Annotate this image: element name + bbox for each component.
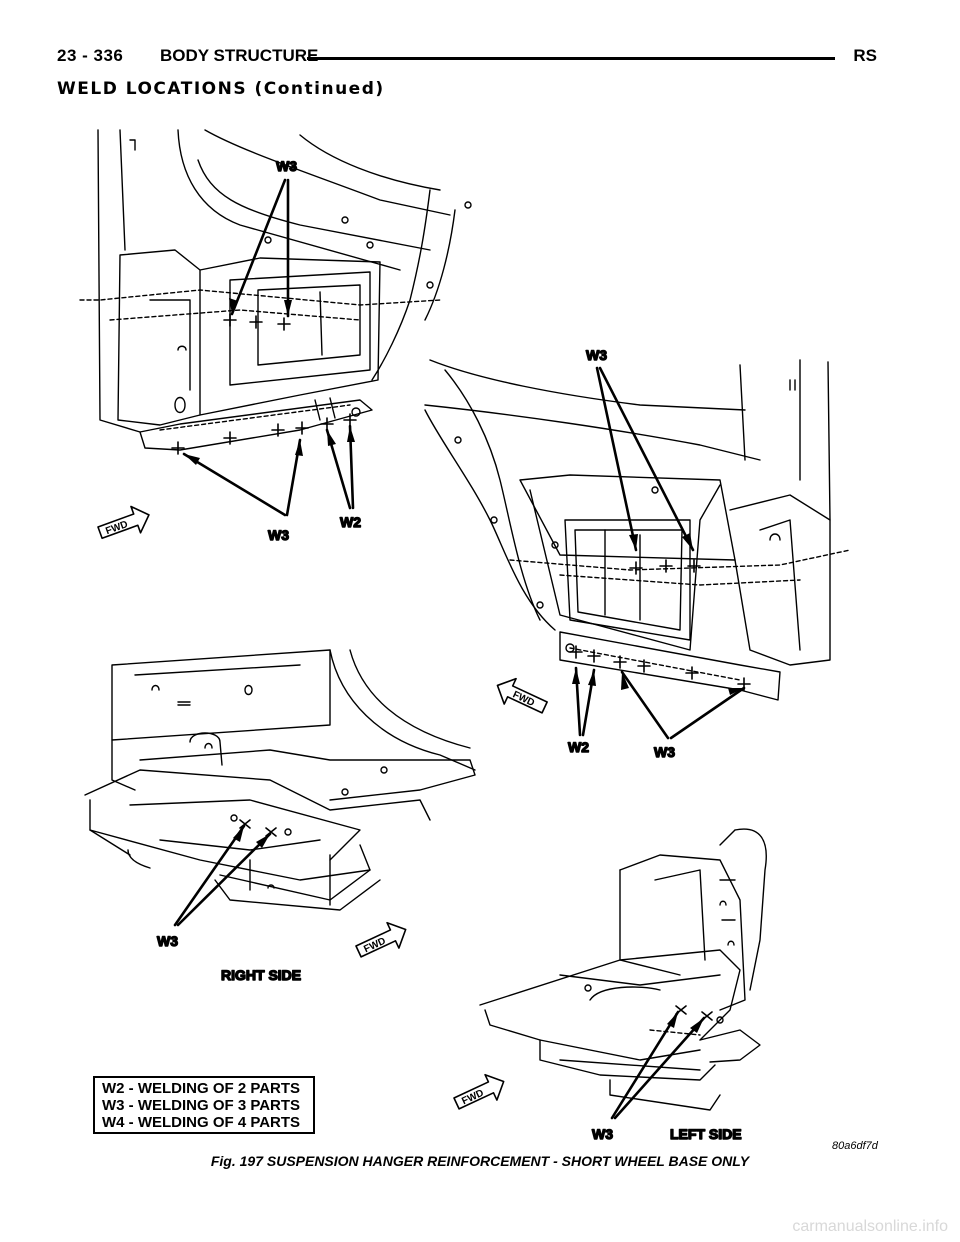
watermark: carmanualsonline.info <box>792 1218 948 1235</box>
bottom-left-view: W3 RIGHT SIDE FWD <box>84 649 476 984</box>
callout-w3: W3 <box>654 744 675 760</box>
legend-item: W4 - WELDING OF 4 PARTS <box>102 1114 301 1131</box>
callout-w2: W2 <box>568 739 589 755</box>
left-side-label: LEFT SIDE <box>670 1126 742 1142</box>
legend-item: W2 - WELDING OF 2 PARTS <box>102 1080 301 1097</box>
weld-legend: W2 - WELDING OF 2 PARTS W3 - WELDING OF … <box>93 1076 315 1134</box>
fwd-label: FWD <box>511 689 536 709</box>
figure-code: 80a6df7d <box>832 1140 878 1152</box>
callout-w3: W3 <box>586 347 607 363</box>
fwd-arrow-icon: FWD <box>97 505 150 540</box>
section-code: RS <box>853 46 877 65</box>
callout-w3: W3 <box>592 1126 613 1142</box>
fwd-arrow-icon: FWD <box>453 1073 505 1110</box>
section-title: WELD LOCATIONS (Continued) <box>57 79 385 99</box>
callout-w3: W3 <box>157 933 178 949</box>
fwd-label: FWD <box>362 936 387 956</box>
page-number: 23 - 336 <box>57 46 124 65</box>
page-header: 23 - 336 BODY STRUCTURE RS <box>57 46 877 70</box>
figure-caption: Fig. 197 SUSPENSION HANGER REINFORCEMENT… <box>210 1153 750 1169</box>
top-right-view: W3 W2 W3 FWD <box>424 346 851 761</box>
fwd-arrow-icon: FWD <box>496 677 548 714</box>
top-left-view: W3 W3 W2 FWD <box>79 129 472 544</box>
right-side-label: RIGHT SIDE <box>221 967 301 983</box>
callout-w3: W3 <box>276 158 297 174</box>
legend-item: W3 - WELDING OF 3 PARTS <box>102 1097 301 1114</box>
header-rule <box>307 57 835 60</box>
callout-w2: W2 <box>340 514 361 530</box>
fwd-label: FWD <box>104 519 129 537</box>
bottom-right-view: W3 LEFT SIDE FWD <box>453 828 767 1143</box>
callout-w3: W3 <box>268 527 289 543</box>
header-title: BODY STRUCTURE <box>160 46 319 65</box>
fwd-label: FWD <box>460 1088 485 1108</box>
fwd-arrow-icon: FWD <box>355 921 407 958</box>
